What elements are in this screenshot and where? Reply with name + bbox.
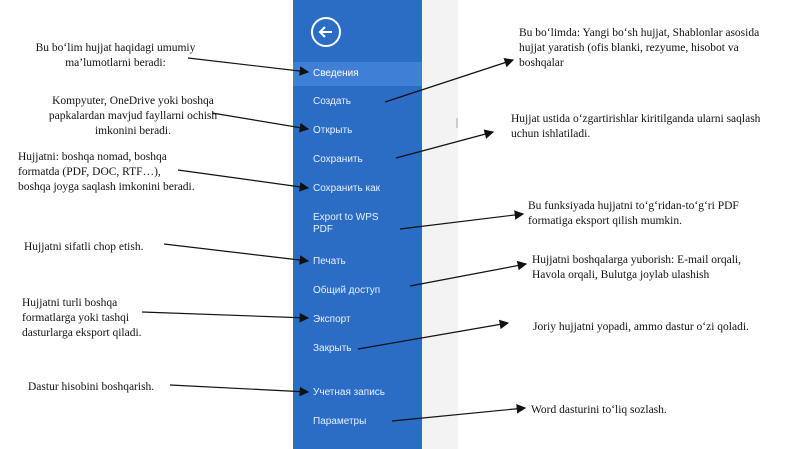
note-uchetnaya: Dastur hisobini boshqarish. [28, 381, 155, 393]
menu-item-export-wps-pdf[interactable]: Export to WPS PDF [293, 212, 413, 236]
note-svedeniya: Bu bo‘lim hujjat haqidagi umumiy ma’lumo… [35, 42, 196, 69]
menu-label: Создать [313, 96, 352, 107]
back-arrow-icon [318, 26, 332, 38]
note-otkryt: Kompyuter, OneDrive yoki boshqa papkalar… [48, 95, 218, 137]
menu-label: Сохранить [313, 154, 363, 165]
document-area [422, 0, 458, 449]
note-zakryt: Joriy hujjatni yopadi, ammo dastur o‘zi … [533, 321, 749, 333]
menu-item-obshchiy-dostup[interactable]: Общий доступ [293, 285, 422, 297]
arrow-svedeniya [187, 57, 310, 76]
menu-label: Параметры [313, 416, 367, 427]
menu-item-sozdat[interactable]: Создать [293, 96, 422, 108]
menu-item-zakryt[interactable]: Закрыть [293, 343, 422, 355]
note-wps: Bu funksiyada hujjatni to‘g‘ridan-to‘g‘r… [528, 200, 739, 227]
note-dostup: Hujjatni boshqalarga yuborish: E-mail or… [532, 254, 741, 281]
note-parametry: Word dasturini to‘liq sozlash. [531, 404, 667, 416]
menu-label: Export to WPS PDF [313, 212, 379, 235]
menu-item-otkryt[interactable]: Открыть [293, 125, 422, 137]
arrow-uchetnaya [169, 384, 310, 397]
menu-item-sohranit-kak[interactable]: Сохранить как [293, 183, 422, 195]
note-eksport: Hujjatni turli boshqa formatlarga yoki t… [22, 297, 142, 339]
menu-label: Печать [313, 256, 346, 267]
menu-item-eksport[interactable]: Экспорт [293, 314, 422, 326]
menu-item-parametry[interactable]: Параметры [293, 416, 422, 428]
back-button[interactable] [311, 17, 341, 47]
menu-label: Общий доступ [313, 285, 381, 296]
menu-label: Экспорт [313, 314, 351, 325]
note-sozdat: Bu bo‘limda: Yangi bo‘sh hujjat, Shablon… [519, 27, 760, 69]
menu-label: Закрыть [313, 343, 352, 354]
menu-item-uchetnaya-zapis[interactable]: Учетная запись [293, 387, 422, 399]
menu-item-pechat[interactable]: Печать [293, 256, 422, 268]
note-sohranit-kak: Hujjatni: boshqa nomad, boshqa formatda … [18, 151, 195, 193]
divider [456, 118, 458, 128]
arrow-sohranit-kak [177, 169, 310, 192]
menu-label: Сведения [313, 68, 359, 79]
note-pechat: Hujjatni sifatli chop etish. [24, 241, 144, 253]
menu-label: Учетная запись [313, 387, 386, 398]
menu-item-svedeniya[interactable]: Сведения [293, 62, 422, 86]
arrow-pechat [163, 243, 310, 265]
note-sohranit: Hujjat ustida o‘zgartirishlar kiritilgan… [511, 113, 761, 140]
menu-label: Сохранить как [313, 183, 381, 194]
menu-item-sohranit[interactable]: Сохранить [293, 154, 422, 166]
menu-label: Открыть [313, 125, 353, 136]
